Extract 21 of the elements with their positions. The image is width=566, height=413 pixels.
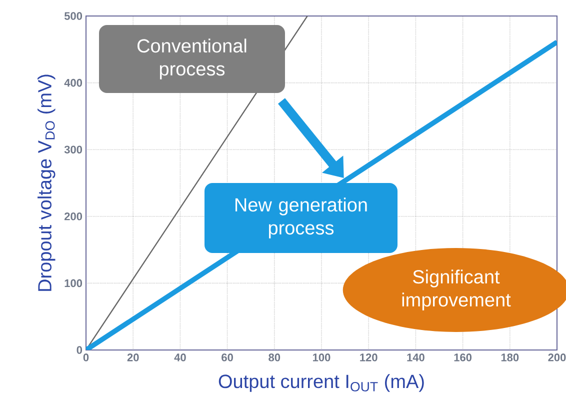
- y-tick-label: 300: [64, 146, 82, 154]
- x-tick-label: 180: [501, 354, 519, 362]
- x-tick-label: 0: [83, 354, 89, 362]
- x-tick-label: 40: [174, 354, 186, 362]
- y-tick-label: 500: [64, 12, 82, 20]
- process-box: Conventional process: [99, 25, 285, 93]
- x-tick-label: 80: [268, 354, 280, 362]
- x-tick-label: 200: [548, 354, 566, 362]
- x-axis-title: Output current I$_{OUT}$ (mA): [218, 374, 424, 392]
- y-tick-label: 0: [76, 346, 82, 354]
- process-box: New generation process: [204, 183, 398, 253]
- y-axis-title: Dropout voltage V$_{DO}$ (mV): [38, 74, 56, 291]
- x-tick-label: 140: [407, 354, 424, 362]
- y-tick-label: 100: [64, 279, 82, 288]
- x-tick-label: 120: [360, 354, 378, 362]
- x-tick-label: 20: [127, 354, 139, 362]
- y-tick-label: 400: [64, 78, 82, 87]
- x-tick-label: 160: [454, 354, 472, 362]
- x-tick-label: 60: [222, 354, 233, 362]
- x-tick-label: 100: [313, 354, 330, 362]
- y-tick-label: 200: [64, 212, 82, 220]
